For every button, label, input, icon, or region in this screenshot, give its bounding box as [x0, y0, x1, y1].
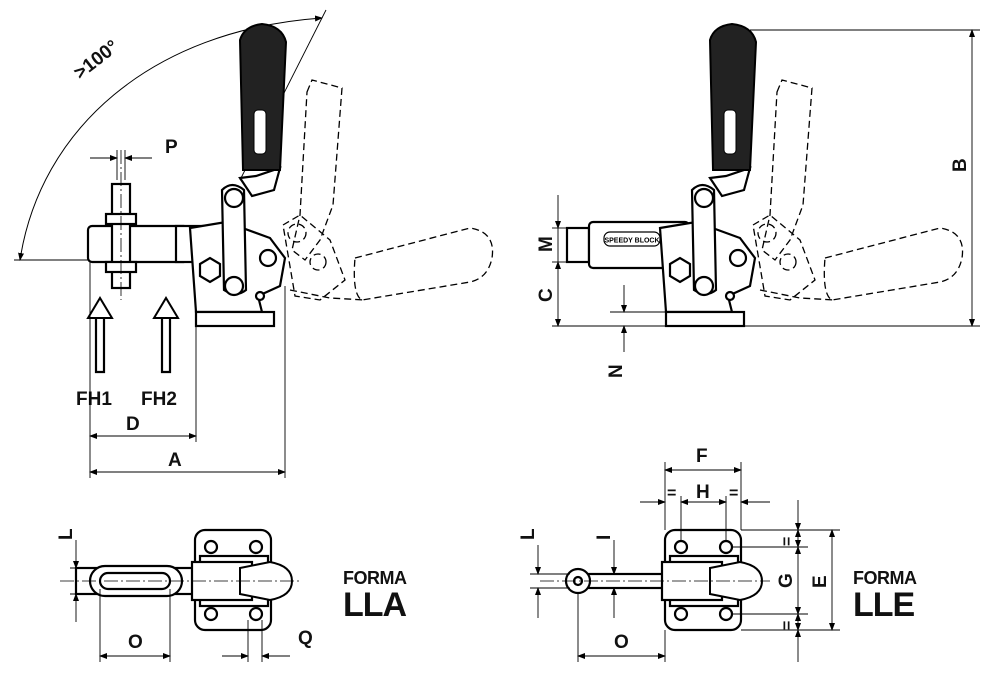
dim-label-p: P: [165, 137, 178, 158]
dim-label-l: L: [56, 528, 77, 540]
clamp-side-view-lle: SPEEDY BLOCK B M C N: [536, 22, 980, 378]
dim-label-i: I: [594, 535, 615, 540]
clamp-handle: [238, 22, 288, 171]
forma-code-lle: LLE: [853, 586, 915, 624]
dim-label-h: H: [696, 482, 710, 503]
dim-label-l-lle: L: [518, 528, 539, 540]
dim-label-o-lle: O: [614, 632, 629, 653]
equal-sign-top: =: [779, 537, 796, 546]
dim-label-a: A: [168, 450, 182, 471]
equal-sign-left: =: [667, 485, 676, 502]
force-label-fh2: FH2: [141, 389, 177, 410]
dim-label-m: M: [536, 236, 557, 252]
open-position-outline: [282, 79, 494, 301]
brand-text: SPEEDY BLOCK: [604, 238, 659, 245]
equal-sign-right: =: [729, 485, 738, 502]
base-plate: [194, 310, 276, 328]
dim-label-d: D: [126, 414, 140, 435]
dim-label-n: N: [606, 364, 627, 378]
dim-label-g: G: [776, 573, 797, 588]
dim-label-q: Q: [298, 628, 313, 649]
dim-label-angle: >100°: [70, 36, 123, 84]
clamp-plan-view-lle: L I O F H = = G E =: [518, 446, 917, 662]
spindle-head: [565, 226, 591, 264]
clamping-arm: [86, 224, 190, 264]
dim-label-e: E: [810, 575, 831, 588]
forma-word-lla: FORMA: [343, 568, 407, 588]
open-position-outline-right: [752, 79, 964, 301]
base-plate-right: [664, 310, 746, 328]
clamp-side-view-lla: P FH1 FH2 D A >100°: [14, 9, 494, 478]
dim-label-b: B: [950, 158, 971, 172]
forma-code-lla: LLA: [343, 586, 407, 624]
dim-label-o-lla: O: [128, 632, 143, 653]
clamp-plan-view-lla: L O Q FORMA LLA: [56, 528, 408, 662]
dim-label-c: C: [536, 288, 557, 302]
clamp-handle-right: [708, 22, 758, 171]
force-label-fh1: FH1: [76, 389, 112, 410]
equal-sign-bottom: =: [779, 621, 796, 630]
dim-label-f: F: [696, 446, 708, 467]
forma-word-lle: FORMA: [853, 568, 917, 588]
